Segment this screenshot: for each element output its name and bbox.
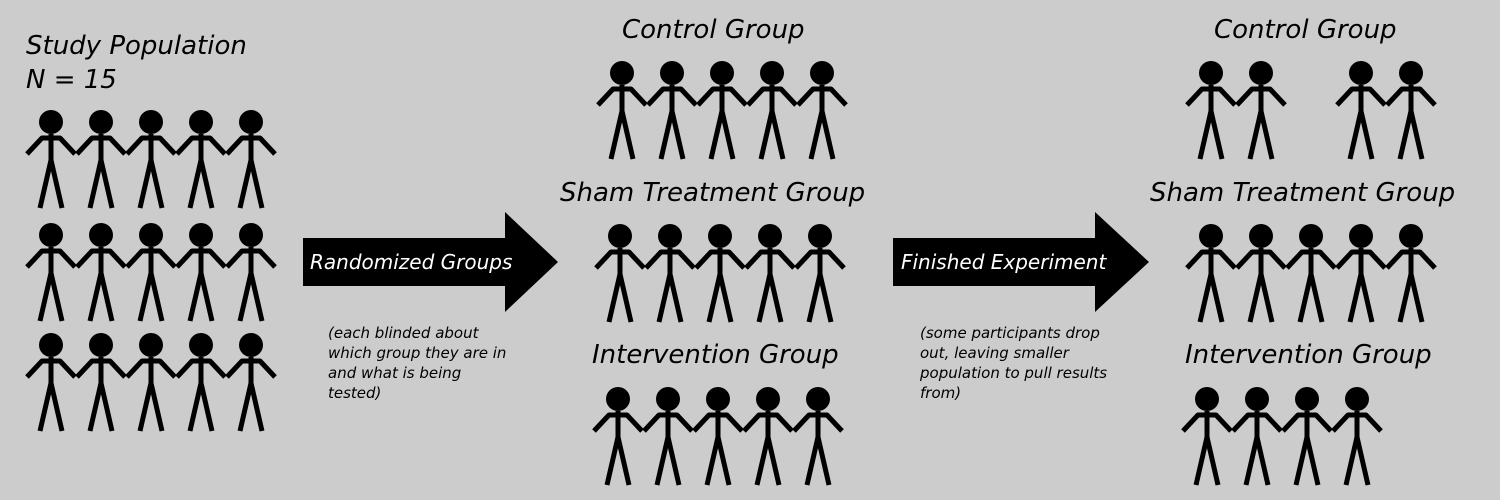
final-group-title-intervention: Intervention Group (1185, 340, 1432, 370)
randomize-arrow (303, 212, 558, 312)
study-participant-figure (125, 333, 177, 432)
group-title-control: Control Group (622, 15, 805, 45)
randomized-participant-figure (746, 61, 798, 160)
randomized-participant-figure (644, 224, 696, 323)
randomized-participant-figure (796, 61, 848, 160)
final-participant-figure (1235, 61, 1287, 160)
study-participant-figure (75, 223, 127, 322)
randomized-participant-figure (692, 387, 744, 486)
final-participant-figure (1335, 61, 1387, 160)
randomized-participant-figure (646, 61, 698, 160)
randomized-participant-figure (794, 224, 846, 323)
finish-note: (some participants drop out, leaving sma… (920, 324, 1108, 402)
final-participant-figure (1185, 224, 1237, 323)
final-participant-figure (1335, 224, 1387, 323)
study-participant-figure (175, 223, 227, 322)
randomize-arrow-label: Randomized Groups (310, 250, 513, 274)
randomized-participant-figure (744, 224, 796, 323)
study-participant-figure (125, 110, 177, 209)
finish-arrow-label: Finished Experiment (901, 250, 1107, 274)
final-participant-figure (1385, 224, 1437, 323)
randomized-participant-figure (592, 387, 644, 486)
study-participant-figure (75, 333, 127, 432)
randomized-participant-figure (596, 61, 648, 160)
final-group-title-sham: Sham Treatment Group (1150, 178, 1456, 208)
group-title-sham: Sham Treatment Group (560, 178, 866, 208)
study-participant-figure (175, 333, 227, 432)
final-participant-figure (1231, 387, 1283, 486)
randomized-participant-figure (792, 387, 844, 486)
final-participant-figure (1331, 387, 1383, 486)
study-participant-figure (25, 333, 77, 432)
final-participant-figure (1181, 387, 1233, 486)
final-participant-figure (1235, 224, 1287, 323)
final-participant-figure (1281, 387, 1333, 486)
study-participant-figure (175, 110, 227, 209)
study-participant-figure (25, 110, 77, 209)
randomized-participant-figure (594, 224, 646, 323)
final-participant-figure (1385, 61, 1437, 160)
final-participant-figure (1185, 61, 1237, 160)
study-participant-figure (225, 110, 277, 209)
finish-arrow (893, 212, 1149, 312)
randomize-note: (each blinded about which group they are… (328, 324, 507, 402)
study-participant-figure (75, 110, 127, 209)
final-participant-figure (1285, 224, 1337, 323)
final-group-title-control: Control Group (1214, 15, 1397, 45)
study-participant-figure (125, 223, 177, 322)
randomized-participant-figure (696, 61, 748, 160)
study-population-title: Study Population (26, 31, 247, 61)
study-participant-figure (25, 223, 77, 322)
study-population-count: N = 15 (26, 65, 117, 95)
randomized-participant-figure (694, 224, 746, 323)
study-participant-figure (225, 223, 277, 322)
group-title-intervention: Intervention Group (592, 340, 839, 370)
study-participant-figure (225, 333, 277, 432)
randomized-participant-figure (642, 387, 694, 486)
randomized-participant-figure (742, 387, 794, 486)
